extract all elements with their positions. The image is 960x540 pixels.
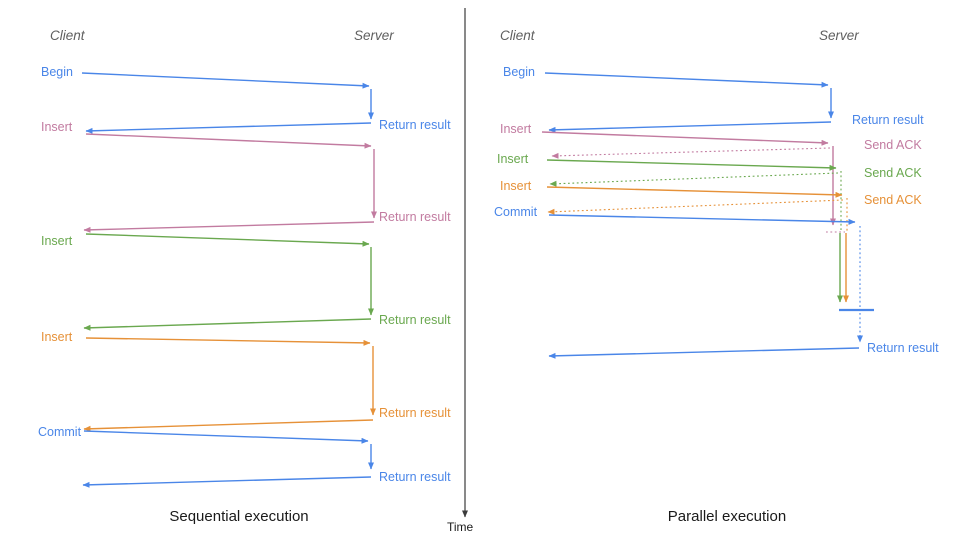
left-insert1-label: Insert — [41, 120, 73, 134]
right-commit-response-arrow — [548, 347, 860, 359]
left-insert2-label: Insert — [41, 234, 73, 248]
left-insert2-request-arrow — [85, 233, 370, 247]
left-insert1-response-arrow — [83, 221, 375, 233]
left-insert3-label: Insert — [41, 330, 73, 344]
left-commit-label: Commit — [38, 425, 82, 439]
right-insert3-label: Insert — [500, 179, 532, 193]
right-insert2-ack-label: Send ACK — [864, 166, 922, 180]
left-commit-response-arrow — [82, 476, 372, 488]
left-insert3-response-arrow — [83, 419, 374, 432]
left-server-header: Server — [354, 28, 394, 43]
right-server-header: Server — [819, 28, 859, 43]
left-commit-request-arrow — [83, 430, 369, 444]
right-begin-response-arrow — [548, 121, 832, 133]
right-insert3-request-arrow — [546, 186, 843, 198]
right-client-header: Client — [500, 28, 536, 43]
left-begin-response-label: Return result — [379, 118, 451, 132]
left-client-header: Client — [50, 28, 86, 43]
parallel-panel: Client Server Begin Return result Insert… — [494, 28, 939, 525]
left-begin-response-arrow — [85, 122, 372, 134]
time-axis: Time — [447, 8, 474, 534]
left-insert2-response-arrow — [83, 318, 372, 331]
right-insert2-label: Insert — [497, 152, 529, 166]
time-axis-label: Time — [447, 520, 474, 534]
left-begin-label: Begin — [41, 65, 73, 79]
right-commit-response-label: Return result — [867, 341, 939, 355]
right-insert1-ack-arrow — [551, 147, 831, 159]
right-insert1-ack-label: Send ACK — [864, 138, 922, 152]
right-insert2-request-arrow — [546, 159, 837, 171]
parallel-title: Parallel execution — [668, 508, 786, 525]
right-insert1-label: Insert — [500, 122, 532, 136]
right-begin-request-arrow — [544, 72, 829, 88]
left-commit-response-label: Return result — [379, 470, 451, 484]
right-insert3-ack-arrow — [547, 199, 844, 215]
right-insert1-request-arrow — [541, 131, 829, 146]
right-begin-label: Begin — [503, 65, 535, 79]
left-insert1-response-label: Return result — [379, 210, 451, 224]
sequential-title: Sequential execution — [169, 508, 308, 525]
right-begin-response-label: Return result — [852, 113, 924, 127]
left-insert3-response-label: Return result — [379, 406, 451, 420]
sequential-panel: Client Server Begin Return result Insert… — [38, 28, 451, 525]
left-insert1-request-arrow — [85, 133, 372, 149]
right-commit-label: Commit — [494, 205, 538, 219]
left-insert2-response-label: Return result — [379, 313, 451, 327]
left-begin-request-arrow — [81, 72, 370, 89]
right-insert3-ack-label: Send ACK — [864, 193, 922, 207]
right-commit-request-arrow — [548, 214, 856, 225]
left-insert3-request-arrow — [85, 337, 371, 346]
right-insert2-ack-arrow — [549, 172, 839, 187]
